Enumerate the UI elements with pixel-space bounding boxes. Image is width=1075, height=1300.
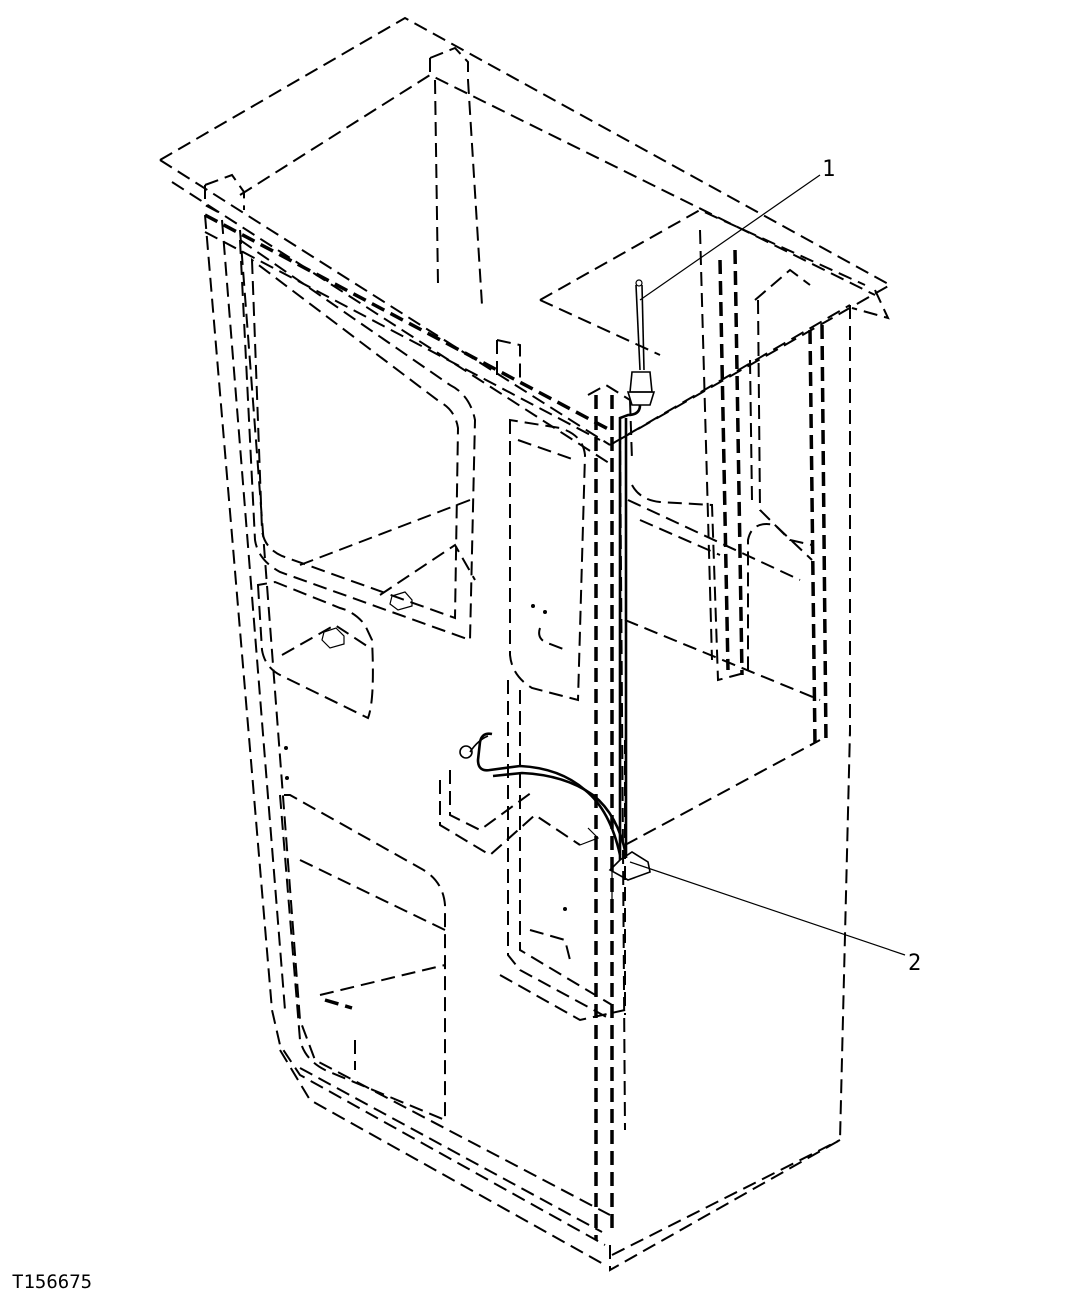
cab-roof: [159, 16, 893, 466]
callout-2-number: 2: [908, 951, 921, 976]
mount-clips: [284, 591, 567, 911]
figure-id-label: T156675: [12, 1271, 92, 1293]
antenna: [626, 279, 656, 406]
cab-rear-wall: [609, 229, 851, 1272]
cab-posts: [204, 46, 521, 380]
callout-1: 1: [639, 157, 835, 301]
callout-1-number: 1: [822, 157, 835, 182]
cab-left-wall: [204, 214, 611, 1266]
callout-2: 2: [629, 861, 921, 976]
wiring-harness: [459, 404, 651, 900]
